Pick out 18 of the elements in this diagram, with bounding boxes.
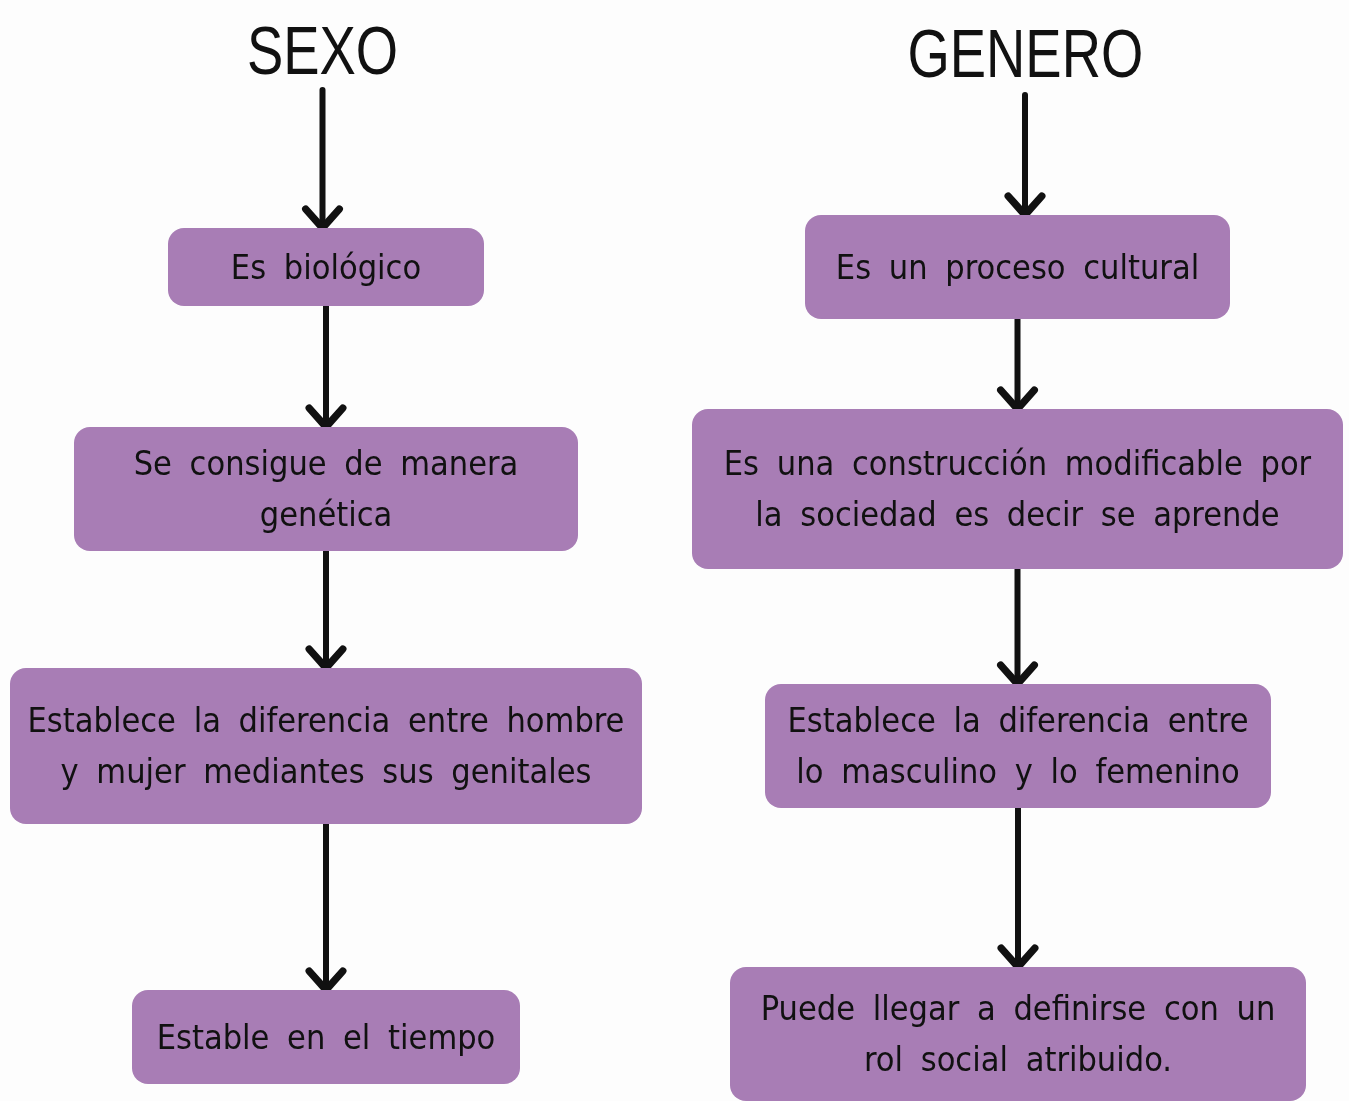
- box-text: Puede llegar a definirse con un rol social atribuido.: [759, 987, 1277, 1081]
- box-text: Es biológico: [230, 245, 422, 289]
- process-box: [10, 668, 642, 824]
- process-box: [692, 409, 1343, 569]
- process-box: [132, 990, 520, 1084]
- box-text: Estable en el tiempo: [156, 1015, 496, 1059]
- process-box: [74, 427, 578, 551]
- column-title: SEXO: [246, 16, 399, 84]
- process-box: [805, 215, 1230, 319]
- box-text: Se consigue de manera genética: [132, 442, 520, 536]
- box-text: Es un proceso cultural: [835, 245, 1200, 289]
- box-text: Es una construcción modificable por la sociedad es decir se aprende: [722, 442, 1313, 536]
- column-title: GENERO: [907, 18, 1143, 87]
- box-text: Establece la diferencia entre lo masculino y lo femenino: [786, 699, 1250, 793]
- box-text: Establece la diferencia entre hombre y mujer mediantes sus genitales: [26, 699, 626, 793]
- process-box: [765, 684, 1271, 808]
- process-box: [168, 228, 484, 306]
- process-box: [730, 967, 1306, 1101]
